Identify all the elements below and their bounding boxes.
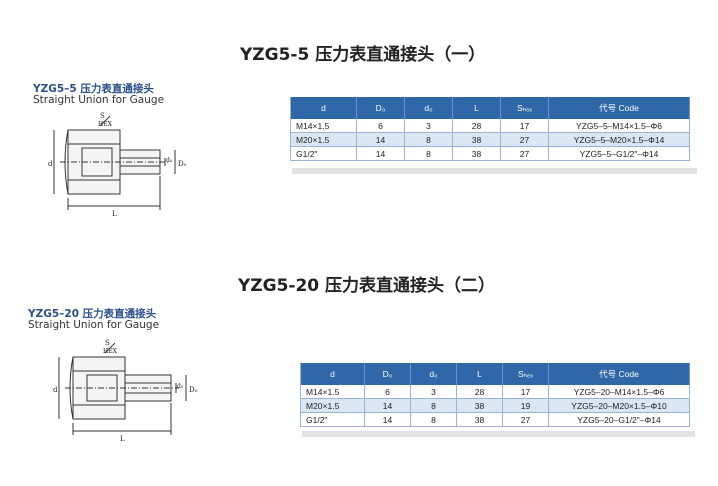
table-cell: 8 — [410, 412, 457, 427]
table-cell: 3 — [404, 119, 453, 133]
section-2-title: YZG5-20 压力表直通接头（二） — [238, 276, 496, 296]
table-cell: 14 — [364, 398, 411, 413]
section-1-label-d0: d₀ — [166, 157, 173, 164]
table-cell: 14 — [356, 132, 405, 147]
table-cell: 6 — [356, 119, 405, 133]
table-cell: M14×1.5 — [300, 385, 365, 399]
column-header: d₀ — [410, 363, 457, 385]
section-1-label-d: d — [48, 160, 53, 168]
table-cell: YZG5–20–M20×1.5–Φ10 — [548, 398, 690, 413]
table-cell: 14 — [356, 146, 405, 161]
table-cell: 38 — [452, 132, 501, 147]
table-row: G1/2" 14 8 38 27 YZG5–20–G1/2"–Φ14 — [300, 412, 690, 427]
column-header: D₀ — [364, 363, 411, 385]
table-cell: 28 — [456, 385, 503, 399]
column-header: L — [456, 363, 503, 385]
section-2-label-s: S — [105, 339, 110, 347]
table-header-row: d D₀ d₀ L Sₕₑₓ 代号 Code — [290, 97, 690, 119]
table-cell: YZG5–5–M20×1.5–Φ14 — [548, 132, 690, 147]
section-2-caption-cn: YZG5–20 压力表直通接头 — [28, 308, 157, 320]
table-cell: YZG5–5–G1/2"–Φ14 — [548, 146, 690, 161]
table-row: M14×1.5 6 3 28 17 YZG5–20–M14×1.5–Φ6 — [300, 385, 690, 399]
section-1-title: YZG5-5 压力表直通接头（一） — [240, 45, 486, 65]
section-1-caption-en: Straight Union for Gauge — [33, 94, 165, 106]
table-cell: M20×1.5 — [300, 398, 365, 413]
table-cell: YZG5–20–M14×1.5–Φ6 — [548, 385, 690, 399]
table-cell: 38 — [456, 412, 503, 427]
section-2-label-d: d — [53, 386, 58, 394]
table-cell: 27 — [502, 412, 549, 427]
section-1-union-drawing: S HEX d d₀ D₀ L — [48, 112, 187, 218]
column-header: Sₕₑₓ — [502, 363, 549, 385]
column-header: 代号 Code — [548, 363, 690, 385]
table-row: M20×1.5 14 8 38 27 YZG5–5–M20×1.5–Φ14 — [290, 132, 690, 147]
column-header: D₀ — [356, 97, 405, 119]
section-2-table-shadow — [302, 431, 695, 437]
table-cell: 38 — [456, 398, 503, 413]
section-1-label-D0: D₀ — [178, 160, 187, 168]
section-1-spec-table: d D₀ d₀ L Sₕₑₓ 代号 Code M14×1.5 6 3 28 17… — [290, 97, 690, 161]
column-header: d₀ — [404, 97, 453, 119]
column-header: d — [300, 363, 365, 385]
table-cell: G1/2" — [290, 146, 357, 161]
section-2-label-hex: HEX — [103, 348, 118, 355]
table-cell: M14×1.5 — [290, 119, 357, 133]
table-cell: 28 — [452, 119, 501, 133]
table-cell: G1/2" — [300, 412, 365, 427]
table-header-row: d D₀ d₀ L Sₕₑₓ 代号 Code — [300, 363, 690, 385]
table-cell: 19 — [502, 398, 549, 413]
column-header: Sₕₑₓ — [500, 97, 549, 119]
table-cell: 14 — [364, 412, 411, 427]
table-row: M14×1.5 6 3 28 17 YZG5–5–M14×1.5–Φ6 — [290, 119, 690, 133]
column-header: d — [290, 97, 357, 119]
table-row: M20×1.5 14 8 38 19 YZG5–20–M20×1.5–Φ10 — [300, 398, 690, 413]
section-1-caption-cn: YZG5–5 压力表直通接头 — [33, 83, 154, 95]
table-cell: 38 — [452, 146, 501, 161]
column-header: 代号 Code — [548, 97, 690, 119]
table-cell: YZG5–5–M14×1.5–Φ6 — [548, 119, 690, 133]
section-2-spec-table: d D₀ d₀ L Sₕₑₓ 代号 Code M14×1.5 6 3 28 17… — [300, 363, 690, 427]
table-cell: 8 — [410, 398, 457, 413]
table-cell: 17 — [502, 385, 549, 399]
column-header: L — [452, 97, 501, 119]
table-cell: 17 — [500, 119, 549, 133]
table-cell: 3 — [410, 385, 457, 399]
section-1-label-L: L — [112, 210, 117, 218]
table-cell: 6 — [364, 385, 411, 399]
table-cell: YZG5–20–G1/2"–Φ14 — [548, 412, 690, 427]
section-1-label-s: S — [100, 112, 105, 120]
section-1-table-shadow — [292, 168, 697, 174]
section-2-union-drawing: S HEX d d₀ D₀ L — [53, 339, 198, 443]
table-cell: M20×1.5 — [290, 132, 357, 147]
section-2-label-L: L — [120, 435, 125, 443]
table-cell: 8 — [404, 132, 453, 147]
table-cell: 27 — [500, 146, 549, 161]
table-row: G1/2" 14 8 38 27 YZG5–5–G1/2"–Φ14 — [290, 146, 690, 161]
section-2-label-D0: D₀ — [189, 386, 198, 394]
section-2-label-d0: d₀ — [177, 383, 184, 390]
section-2-caption-en: Straight Union for Gauge — [28, 319, 160, 331]
section-1-label-hex: HEX — [98, 121, 113, 128]
table-cell: 8 — [404, 146, 453, 161]
table-cell: 27 — [500, 132, 549, 147]
